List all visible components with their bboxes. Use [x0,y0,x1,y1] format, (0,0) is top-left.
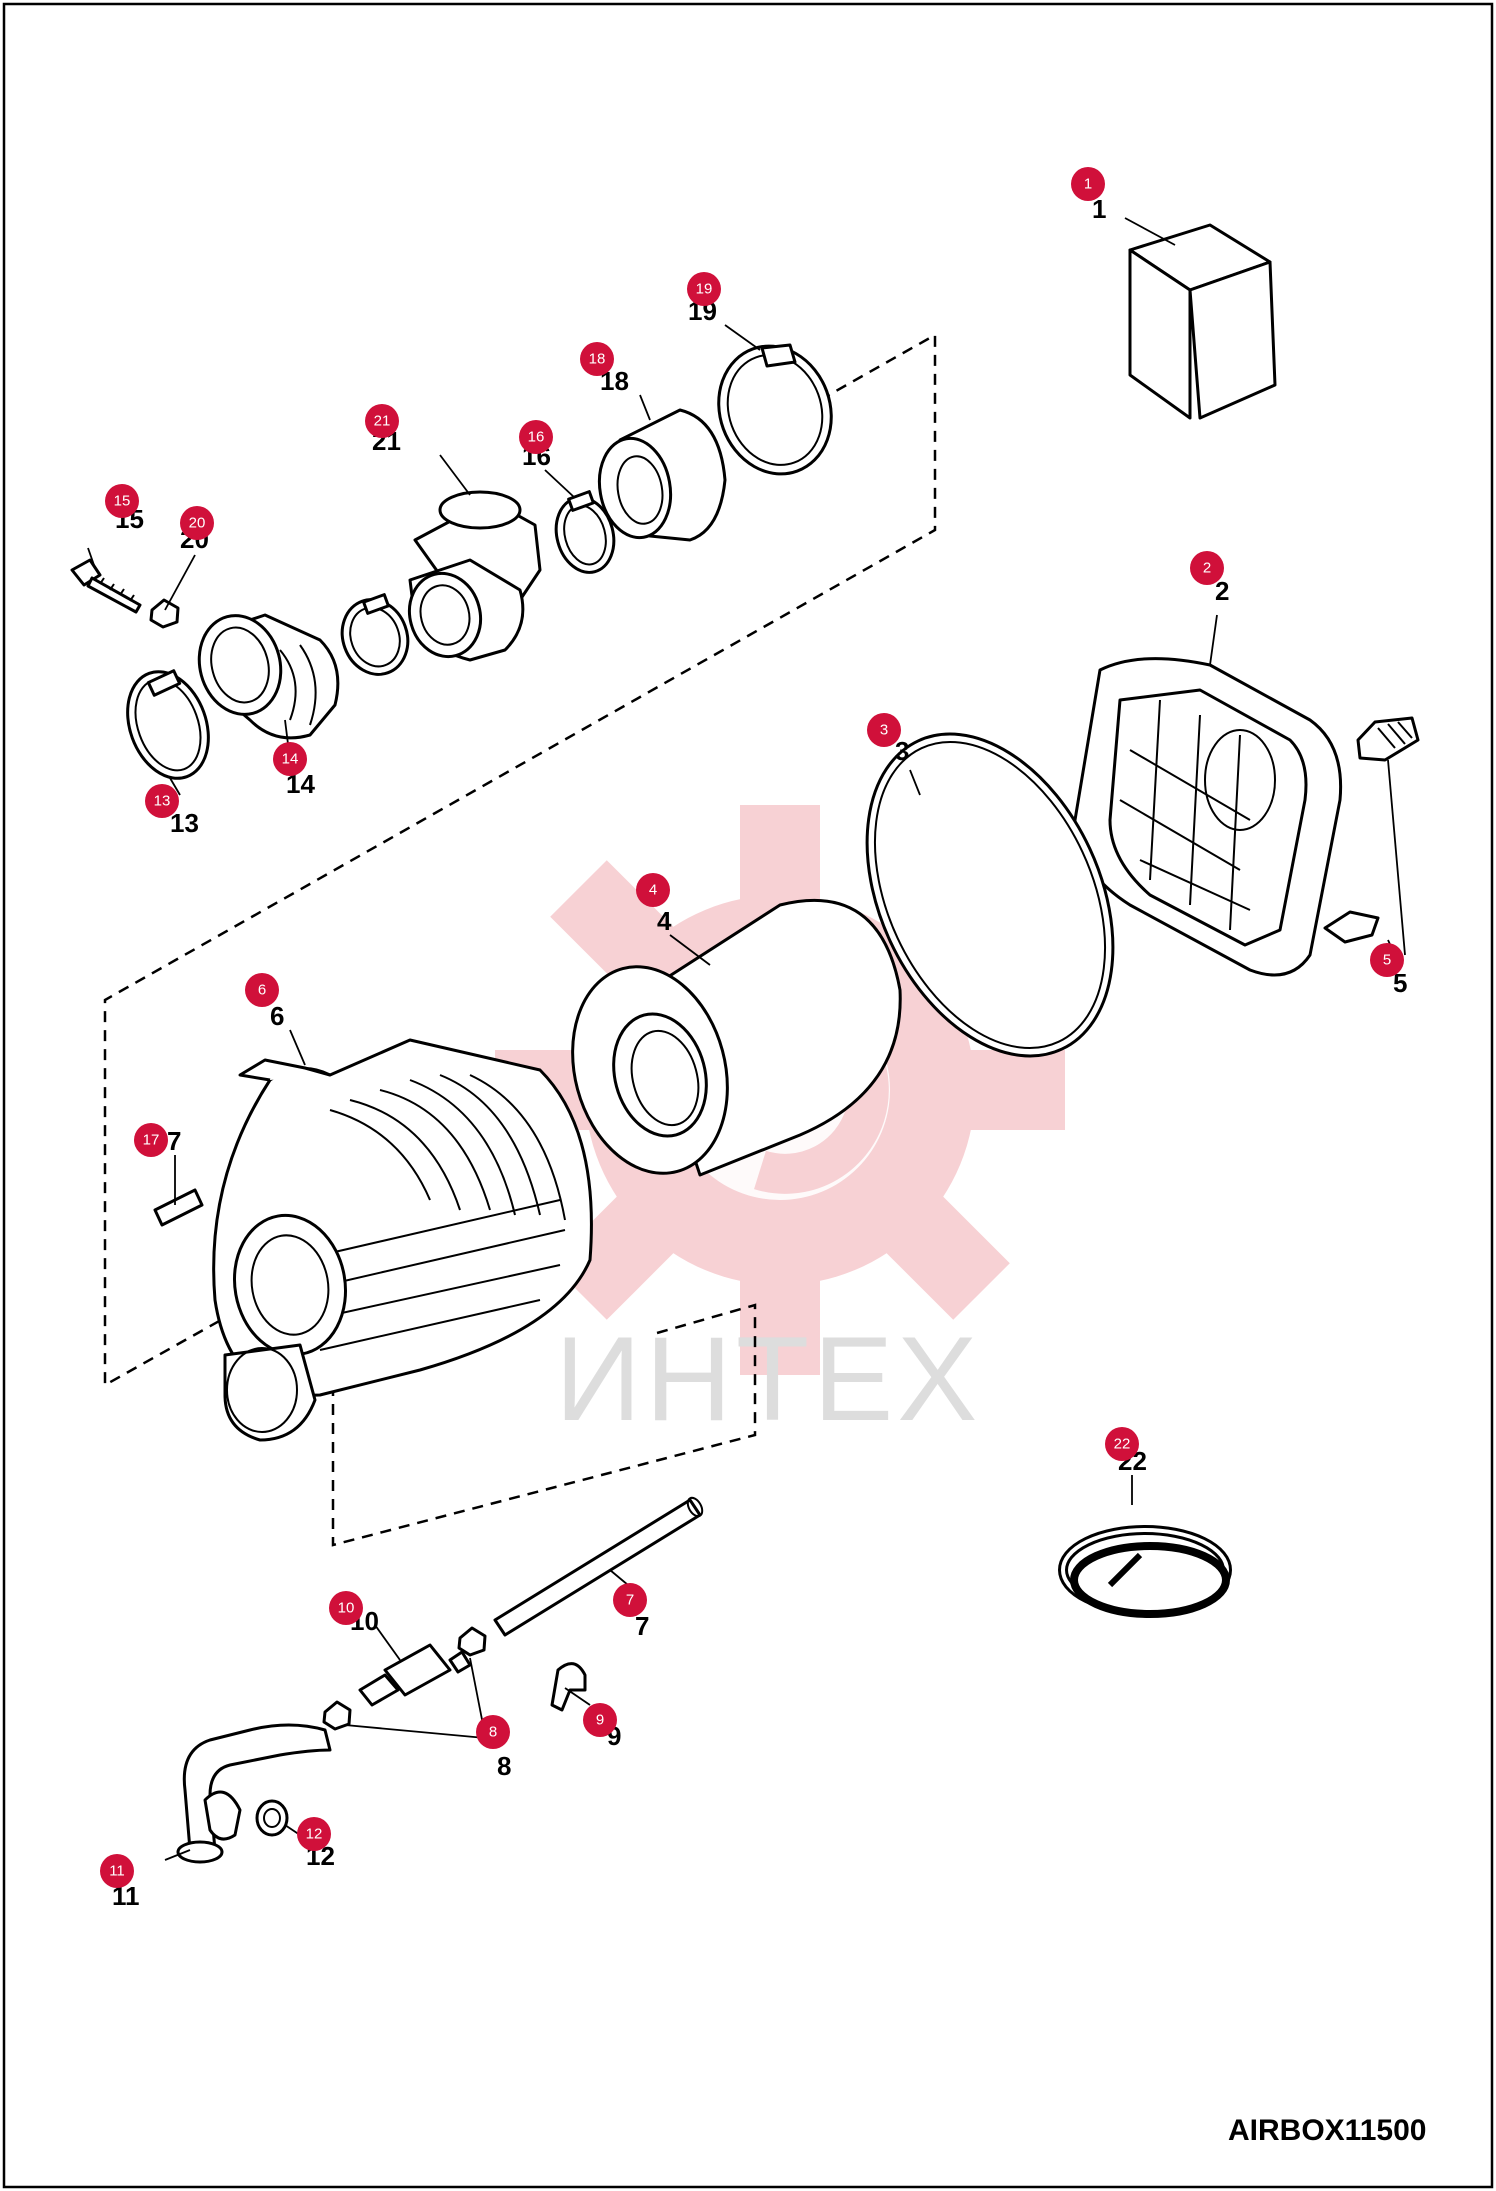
badge-17: 17 [134,1123,168,1157]
part-5-clips [1323,716,1420,944]
badge-6: 6 [245,973,279,1007]
svg-text:5: 5 [1383,952,1391,969]
part-clamp-small [340,593,410,676]
label-part-4: 4 [657,906,672,936]
badge-9: 9 [583,1703,617,1737]
part-6-airbox-housing [153,1038,593,1442]
part-12-cap [255,1799,289,1837]
badge-1: 1 [1071,167,1105,201]
badge-10: 10 [329,1591,363,1625]
part-number-labels: 1 2 3 4 5 6 7 7 8 9 10 11 12 13 14 15 20… [112,194,1407,1911]
badge-20: 20 [180,506,214,540]
badge-13: 13 [145,784,179,818]
svg-text:15: 15 [114,493,131,510]
svg-text:22: 22 [1114,1436,1131,1453]
part-7-tube [493,1496,704,1637]
svg-text:7: 7 [626,1592,634,1609]
part-18-rubber-adapter [597,408,727,542]
badge-8: 8 [476,1715,510,1749]
svg-text:9: 9 [596,1712,604,1729]
part-10-valve [358,1643,472,1707]
badge-22: 22 [1105,1427,1139,1461]
part-19-large-clamp [717,343,833,476]
badge-11: 11 [100,1854,134,1888]
label-part-5: 5 [1393,968,1407,998]
svg-text:11: 11 [109,1863,125,1880]
svg-text:13: 13 [154,793,171,810]
svg-text:14: 14 [282,751,299,768]
svg-text:2: 2 [1203,560,1211,577]
svg-text:19: 19 [696,281,713,298]
label-part-3: 3 [895,736,909,766]
callout-badges: 1 2 3 4 5 6 17 7 8 9 10 11 12 13 14 15 2… [100,167,1404,1888]
label-part-13: 13 [170,808,199,838]
label-part-1: 1 [1092,194,1106,224]
svg-text:4: 4 [649,882,657,899]
part-16-clamp [554,490,616,574]
badge-4: 4 [636,873,670,907]
diagram-code: AIRBOX11500 [1228,2114,1426,2147]
watermark-text: ИНТЕХ [555,1312,981,1446]
part-8-nuts [322,1626,487,1731]
badge-16: 16 [519,420,553,454]
part-20-nut [149,598,180,629]
svg-text:16: 16 [528,429,545,446]
badge-3: 3 [867,713,901,747]
badge-19: 19 [687,272,721,306]
part-14-elbow-connector [197,613,340,740]
label-part-2: 2 [1215,576,1229,606]
badge-5: 5 [1370,943,1404,977]
svg-text:20: 20 [189,515,206,532]
badge-21: 21 [365,404,399,438]
badge-14: 14 [273,742,307,776]
part-21-sensor-housing [407,490,542,662]
svg-text:6: 6 [258,982,266,999]
part-1-kit-box [1128,223,1277,420]
badge-2: 2 [1190,551,1224,585]
part-15-bolt [70,558,142,614]
svg-text:10: 10 [338,1600,355,1617]
label-part-6: 6 [270,1001,284,1031]
assembly-guide-lines [103,332,937,1547]
part-13-clamp [126,669,210,780]
label-part-8: 8 [497,1751,511,1781]
label-part-7: 7 [635,1611,649,1641]
svg-text:8: 8 [489,1724,497,1741]
part-9-clip [550,1662,587,1712]
part-11-elbow-hose [176,1723,332,1864]
part-3-seal-ring [865,732,1115,1058]
part-4-filter-element [571,898,902,1177]
label-part-17: 7 [167,1126,181,1156]
svg-text:17: 17 [143,1132,160,1149]
svg-text:21: 21 [374,413,391,430]
svg-text:12: 12 [306,1826,323,1843]
svg-text:18: 18 [589,351,606,368]
badge-12: 12 [297,1817,331,1851]
badge-7: 7 [613,1583,647,1617]
part-2-airbox-cover [1073,657,1343,977]
badge-15: 15 [105,484,139,518]
badge-18: 18 [580,342,614,376]
svg-text:1: 1 [1084,176,1092,193]
svg-text:3: 3 [880,722,888,739]
part-22-hose-coil [1058,1525,1232,1618]
